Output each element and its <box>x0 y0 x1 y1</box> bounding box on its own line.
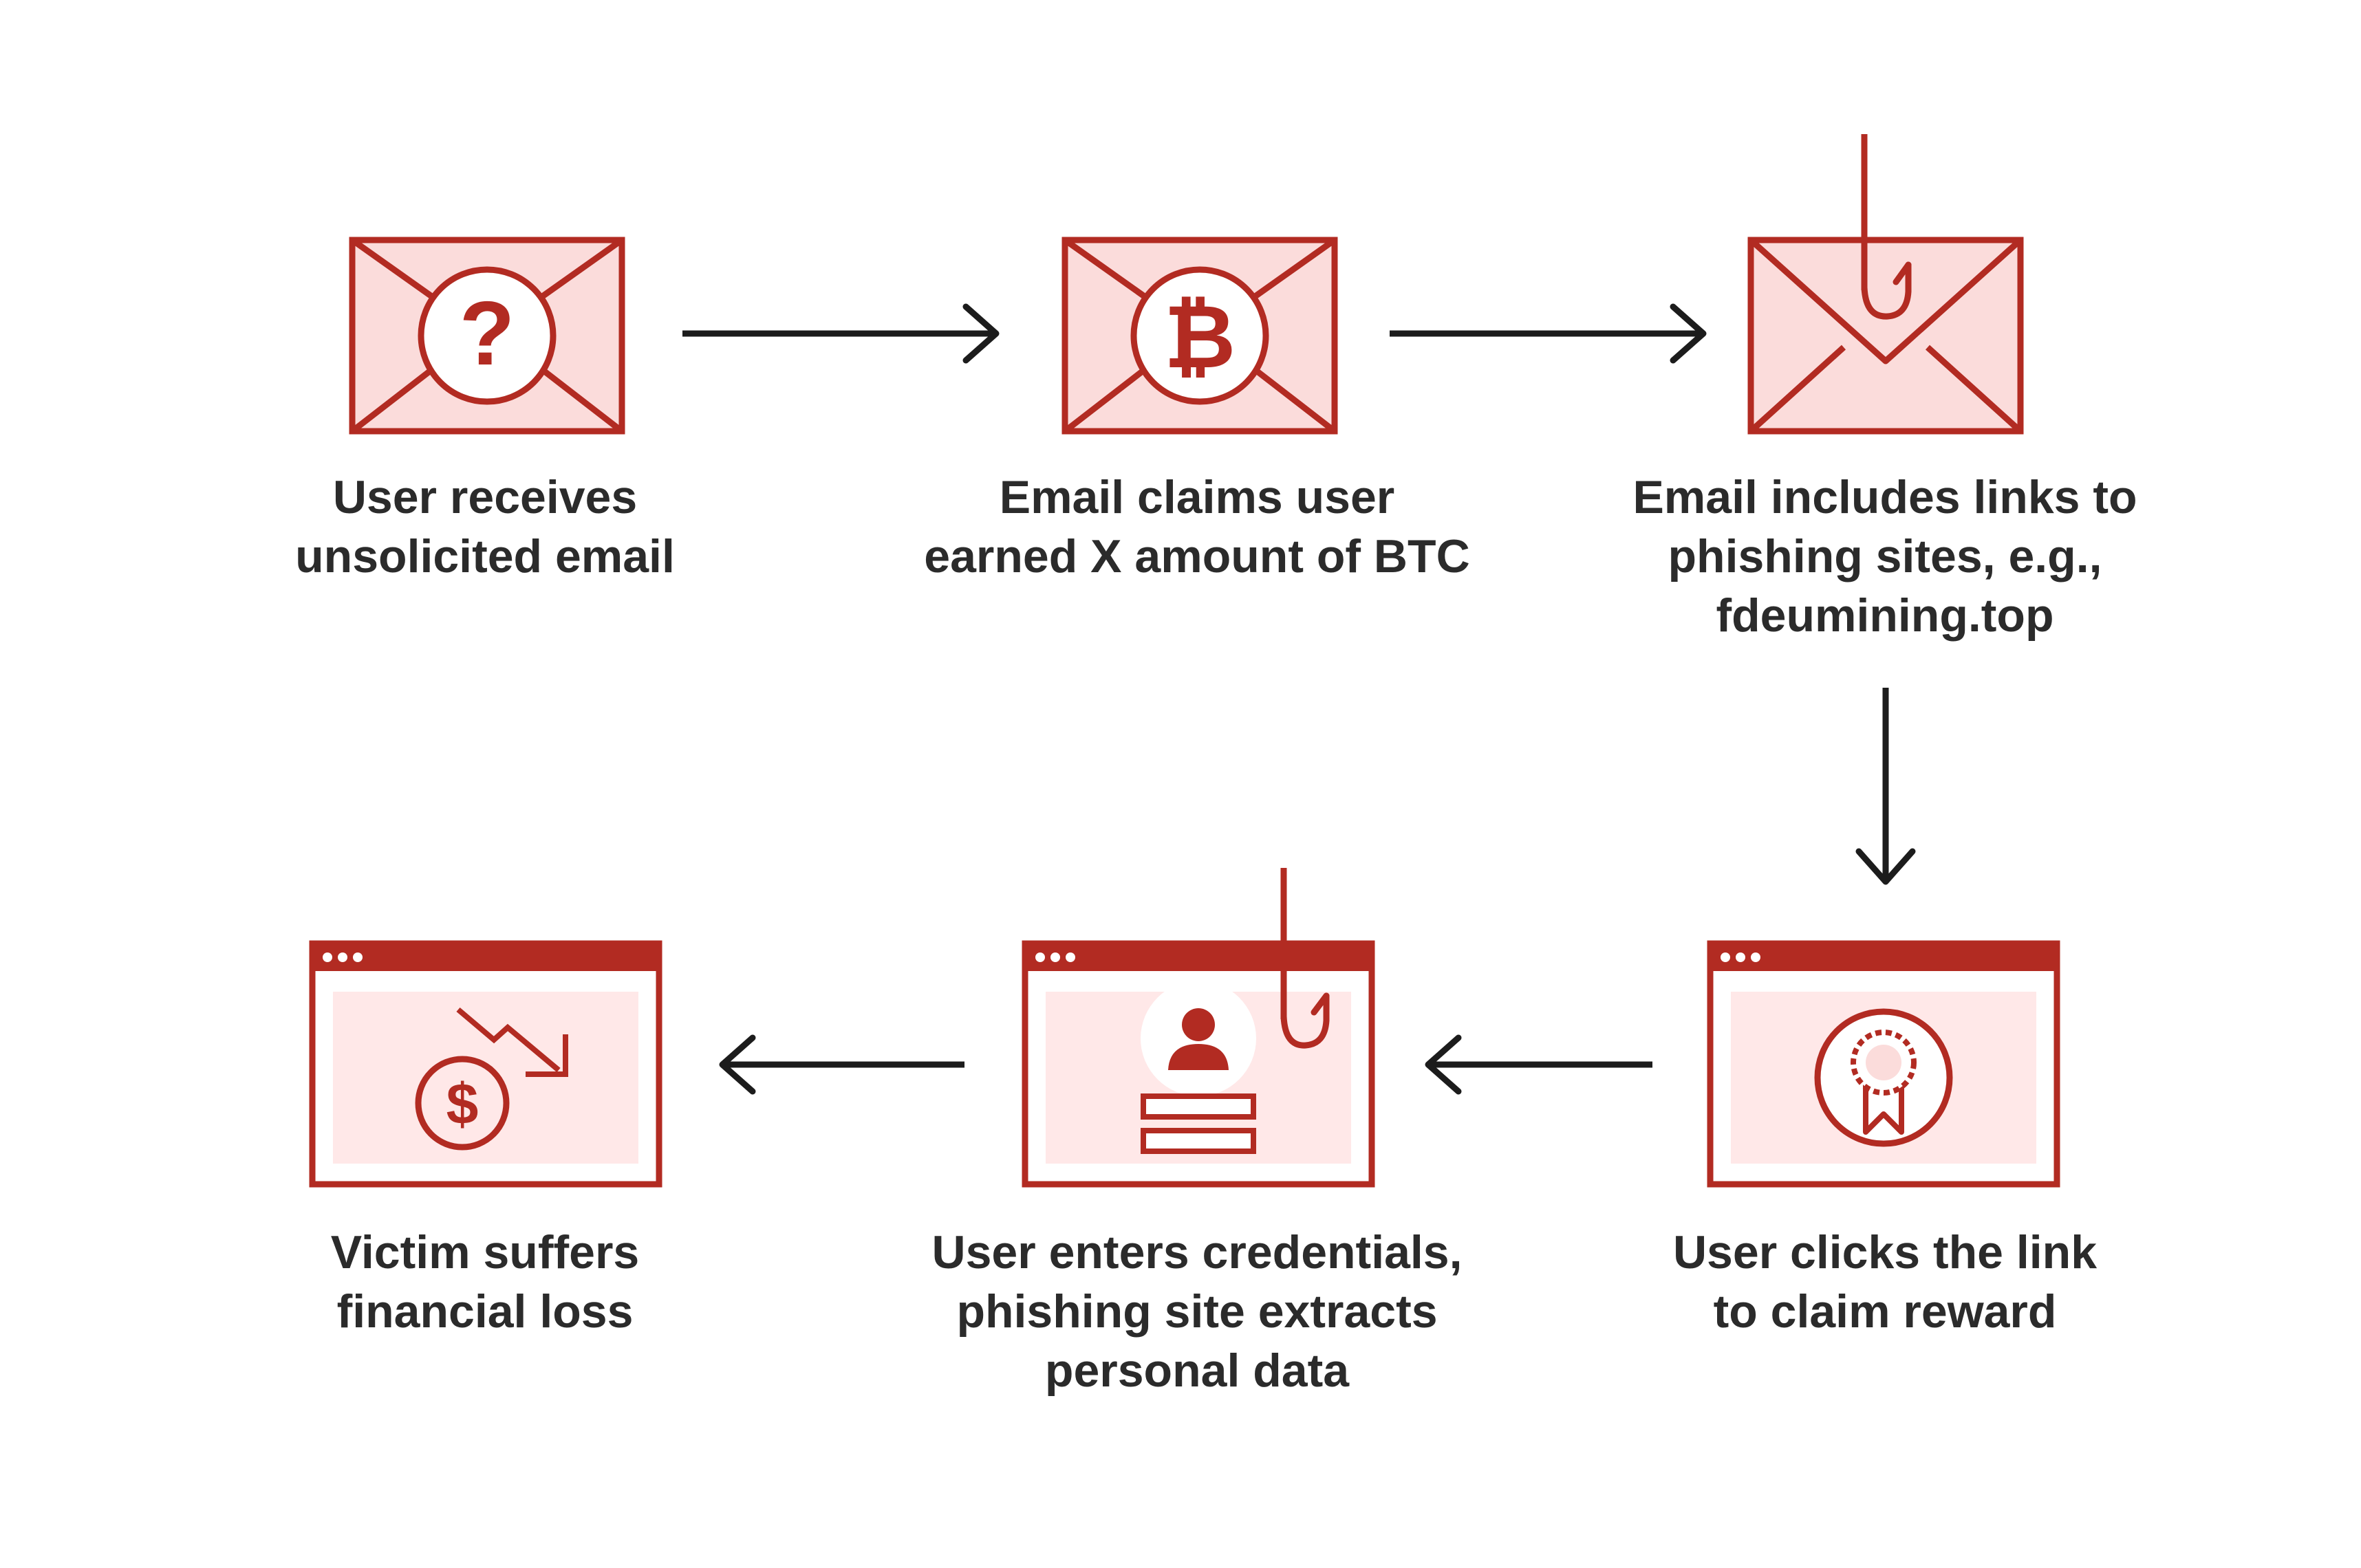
dollar-sign-icon: $ <box>446 1071 479 1136</box>
step-caption-financial-loss: Victim suffers financial loss <box>330 1226 640 1338</box>
arrow-step3-to-step4 <box>1855 688 1916 885</box>
bitcoin-icon: ₿ <box>1164 286 1236 389</box>
browser-reward-badge-icon <box>1707 940 2060 1188</box>
browser-credentials-hook-icon <box>1022 868 1375 1188</box>
email-question-icon: ? <box>349 237 625 435</box>
arrow-step1-to-step2 <box>682 303 1000 364</box>
reward-badge-icon <box>1814 1008 1953 1147</box>
step-caption-clicks-link: User clicks the link to claim reward <box>1672 1226 2098 1338</box>
step-caption-receive-email: User receives unsolicited email <box>295 471 675 582</box>
credential-fields-icon <box>1141 1093 1256 1154</box>
browser-financial-loss-icon: $ <box>309 940 662 1188</box>
arrow-step5-to-step6 <box>719 1034 964 1095</box>
fish-hook-icon <box>1280 868 1330 1049</box>
downtrend-arrow-icon <box>456 1007 568 1077</box>
arrow-step4-to-step5 <box>1425 1034 1652 1095</box>
question-mark-icon: ? <box>460 283 515 384</box>
step-caption-btc-claim: Email claims user earned X amount of BTC <box>924 471 1470 582</box>
dollar-coin-icon: $ <box>415 1056 510 1151</box>
step-caption-enters-credentials: User enters credentials, phishing site e… <box>931 1226 1463 1397</box>
email-bitcoin-icon: ₿ <box>1061 237 1338 435</box>
fish-hook-icon <box>1861 134 1912 320</box>
step-caption-phishing-links: Email includes links to phishing sites, … <box>1632 471 2137 642</box>
email-phishing-hook-icon <box>1747 134 2024 435</box>
user-avatar-icon <box>1141 981 1256 1096</box>
arrow-step2-to-step3 <box>1390 303 1707 364</box>
